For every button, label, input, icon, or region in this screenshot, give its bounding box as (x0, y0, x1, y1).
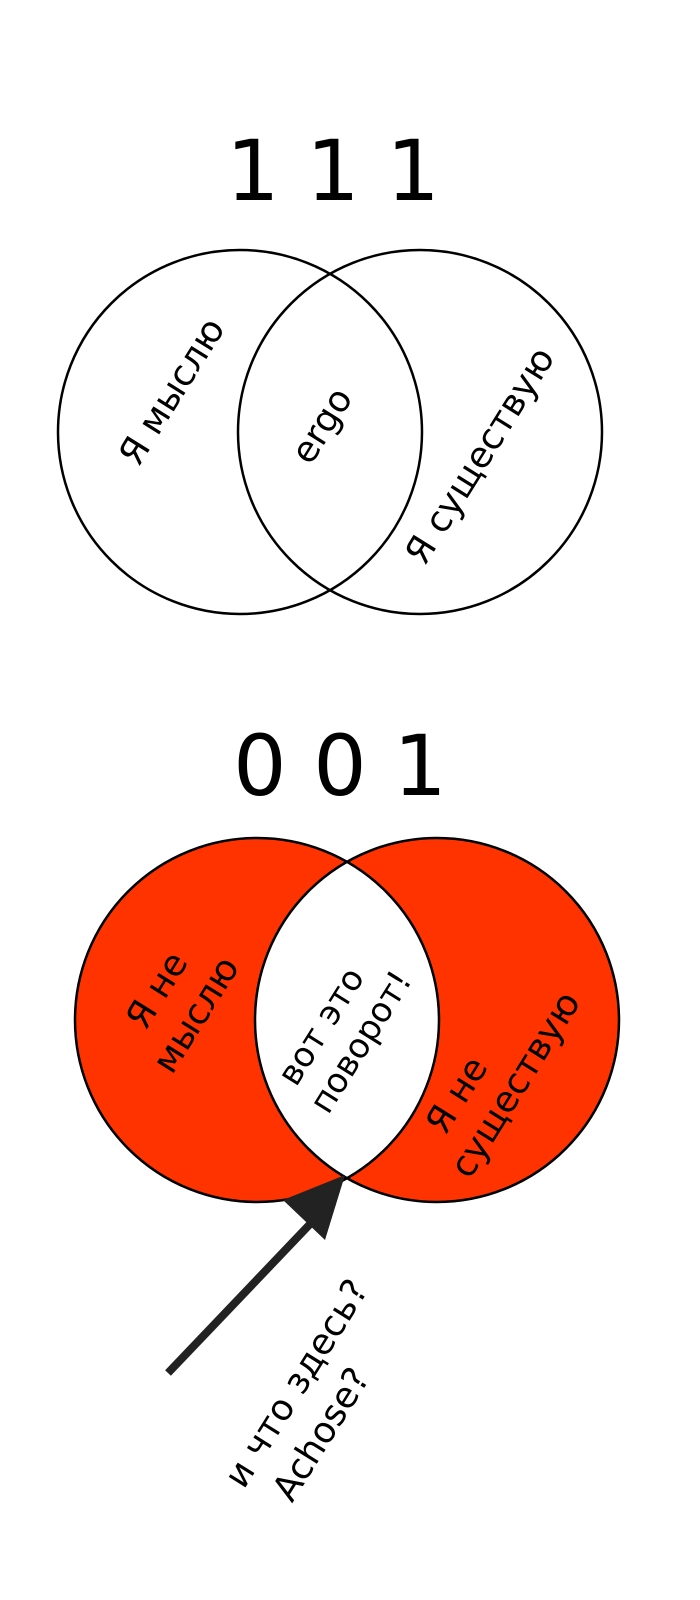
venn-bottom: 0 0 1 Я не мыслю вот это поворот! Я не с… (73, 717, 621, 1204)
bottom-bits-label: 0 0 1 (233, 717, 447, 815)
bottom-intersection-fill (255, 838, 439, 1202)
top-left-label: Я мыслю (111, 311, 233, 473)
bottom-left-circle (73, 836, 441, 1204)
venn-top: 1 1 1 Я мыслю ergo Я существую (56, 122, 604, 616)
annotation-text: и что здесь? Achose? (217, 1272, 379, 1508)
top-left-circle (56, 248, 424, 616)
annotation-arrow (165, 1175, 345, 1376)
arrow-head (283, 1175, 345, 1240)
top-middle-label: ergo (283, 381, 361, 472)
arrow-shaft (165, 1219, 315, 1376)
top-bits-label: 1 1 1 (226, 122, 440, 220)
top-right-label: Я существую (397, 340, 563, 571)
bottom-right-circle (253, 836, 621, 1204)
top-right-circle (236, 248, 604, 616)
